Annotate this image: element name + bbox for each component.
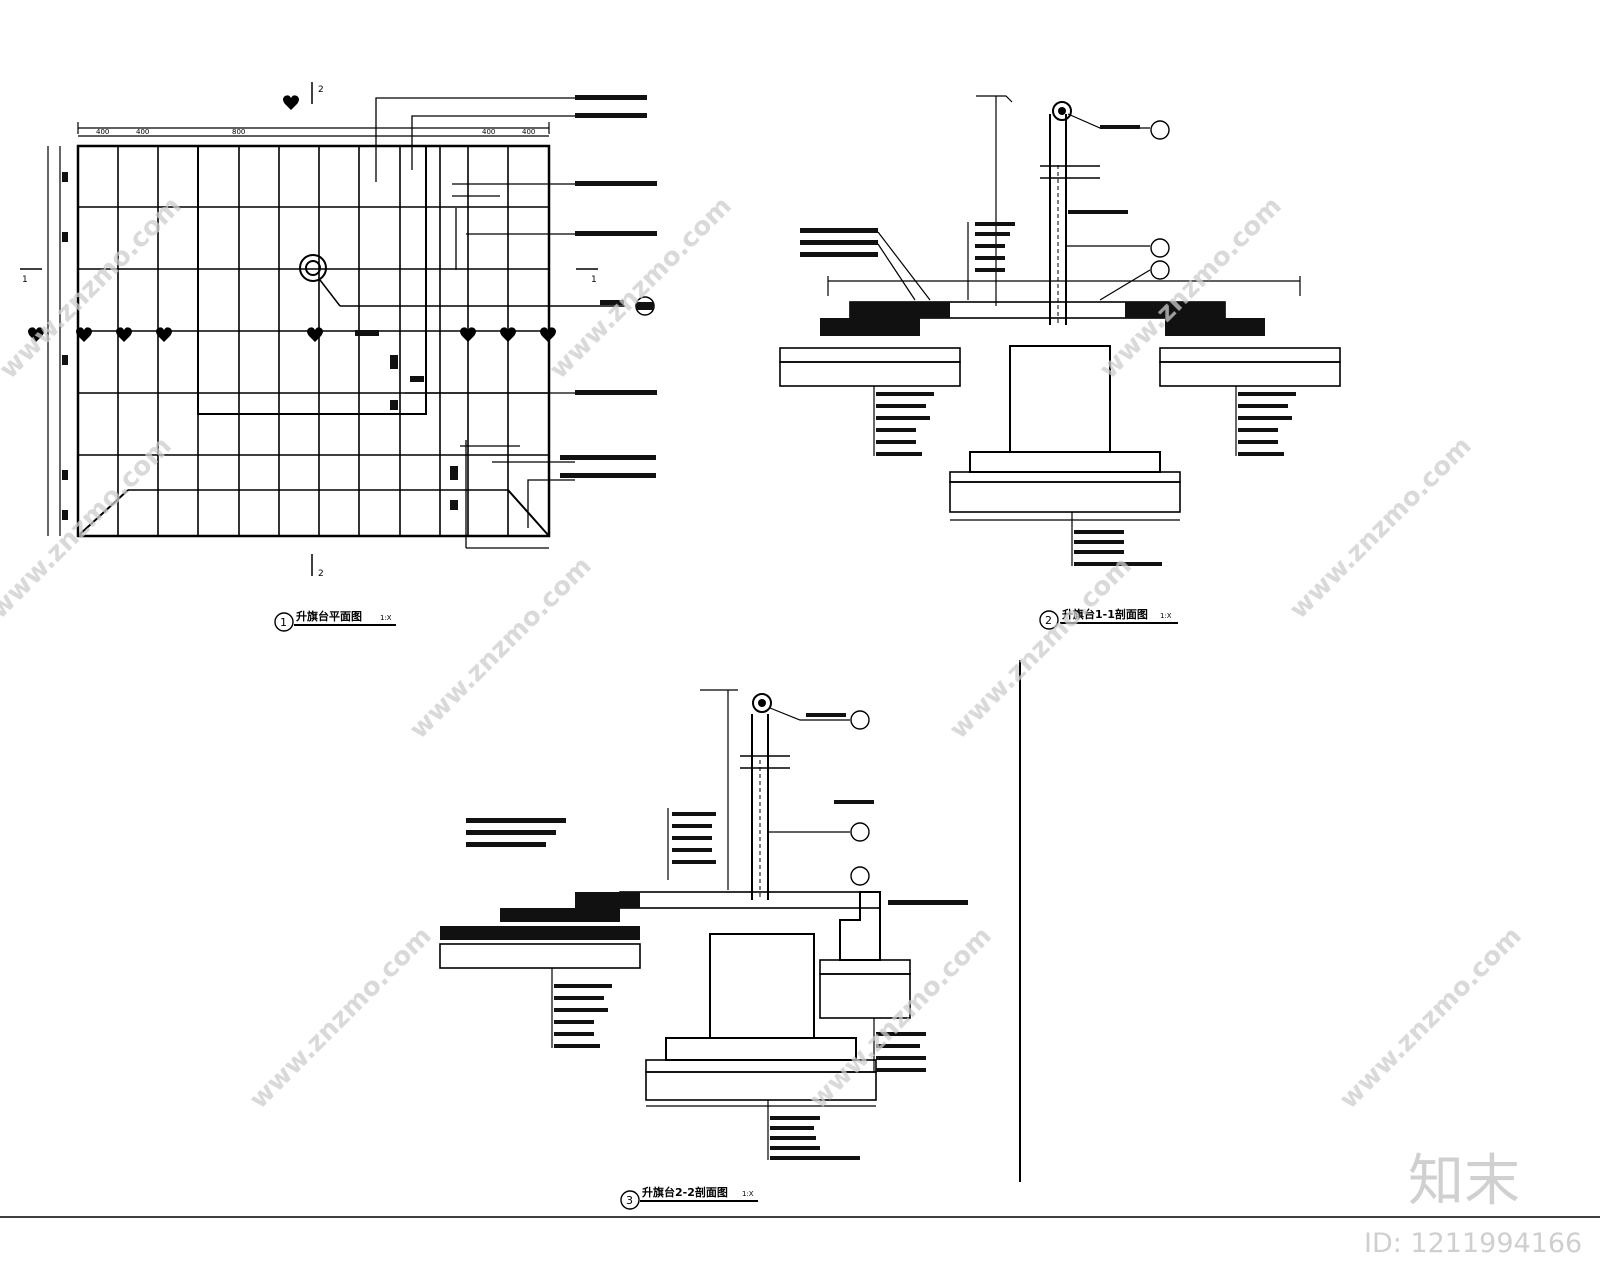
plan-drawing-scale: 1:X <box>380 614 392 622</box>
flagpole-top-icon-2 <box>752 693 772 713</box>
watermark-site: www.znzmo.com <box>404 551 598 745</box>
watermark-site: www.znzmo.com <box>244 921 438 1115</box>
section-1-view: 2 升旗台1-1剖面图 1:X <box>779 95 1341 630</box>
plan-dim-5: 400 <box>522 128 535 136</box>
watermark-site: www.znzmo.com <box>1094 191 1288 385</box>
plan-drawing-title: 升旗台平面图 <box>296 609 362 623</box>
cut-label-2-top: 2 <box>318 85 324 95</box>
section1-drawing-title: 升旗台1-1剖面图 <box>1062 607 1148 621</box>
section2-drawing-title: 升旗台2-2剖面图 <box>642 1185 728 1199</box>
plan-dim-4: 400 <box>482 128 495 136</box>
watermark-site: www.znzmo.com <box>0 431 178 625</box>
cut-label-1-right: 1 <box>591 275 597 285</box>
section1-drawing-number: 2 <box>1045 614 1052 627</box>
plan-drawing-number: 1 <box>280 616 287 629</box>
watermark-site: www.znzmo.com <box>944 551 1138 745</box>
section-2-view: 3 升旗台2-2剖面图 1:X <box>439 689 968 1210</box>
watermark-site: www.znzmo.com <box>0 191 188 385</box>
plan-dim-3: 800 <box>232 128 245 136</box>
plan-view: 400 400 800 400 400 <box>20 82 657 632</box>
section1-drawing-scale: 1:X <box>1160 612 1172 620</box>
plan-dim-2: 400 <box>136 128 149 136</box>
section2-drawing-number: 3 <box>626 1194 633 1207</box>
watermark-site: www.znzmo.com <box>1334 921 1528 1115</box>
brand-logo: 知末 <box>1408 1149 1520 1214</box>
watermark-layer: www.znzmo.com www.znzmo.com www.znzmo.co… <box>0 191 1528 1115</box>
asset-id-label: ID: 1211994166 <box>1364 1228 1582 1259</box>
watermark-site: www.znzmo.com <box>1284 431 1478 625</box>
flag-marker-row <box>28 95 556 342</box>
cut-label-1-left: 1 <box>22 275 28 285</box>
plan-dim-1: 400 <box>96 128 109 136</box>
cut-label-2-bottom: 2 <box>318 569 324 579</box>
flagpole-base-icon <box>299 254 327 282</box>
watermark-site: www.znzmo.com <box>544 191 738 385</box>
section2-drawing-scale: 1:X <box>742 1190 754 1198</box>
flagpole-top-icon <box>1052 101 1072 121</box>
